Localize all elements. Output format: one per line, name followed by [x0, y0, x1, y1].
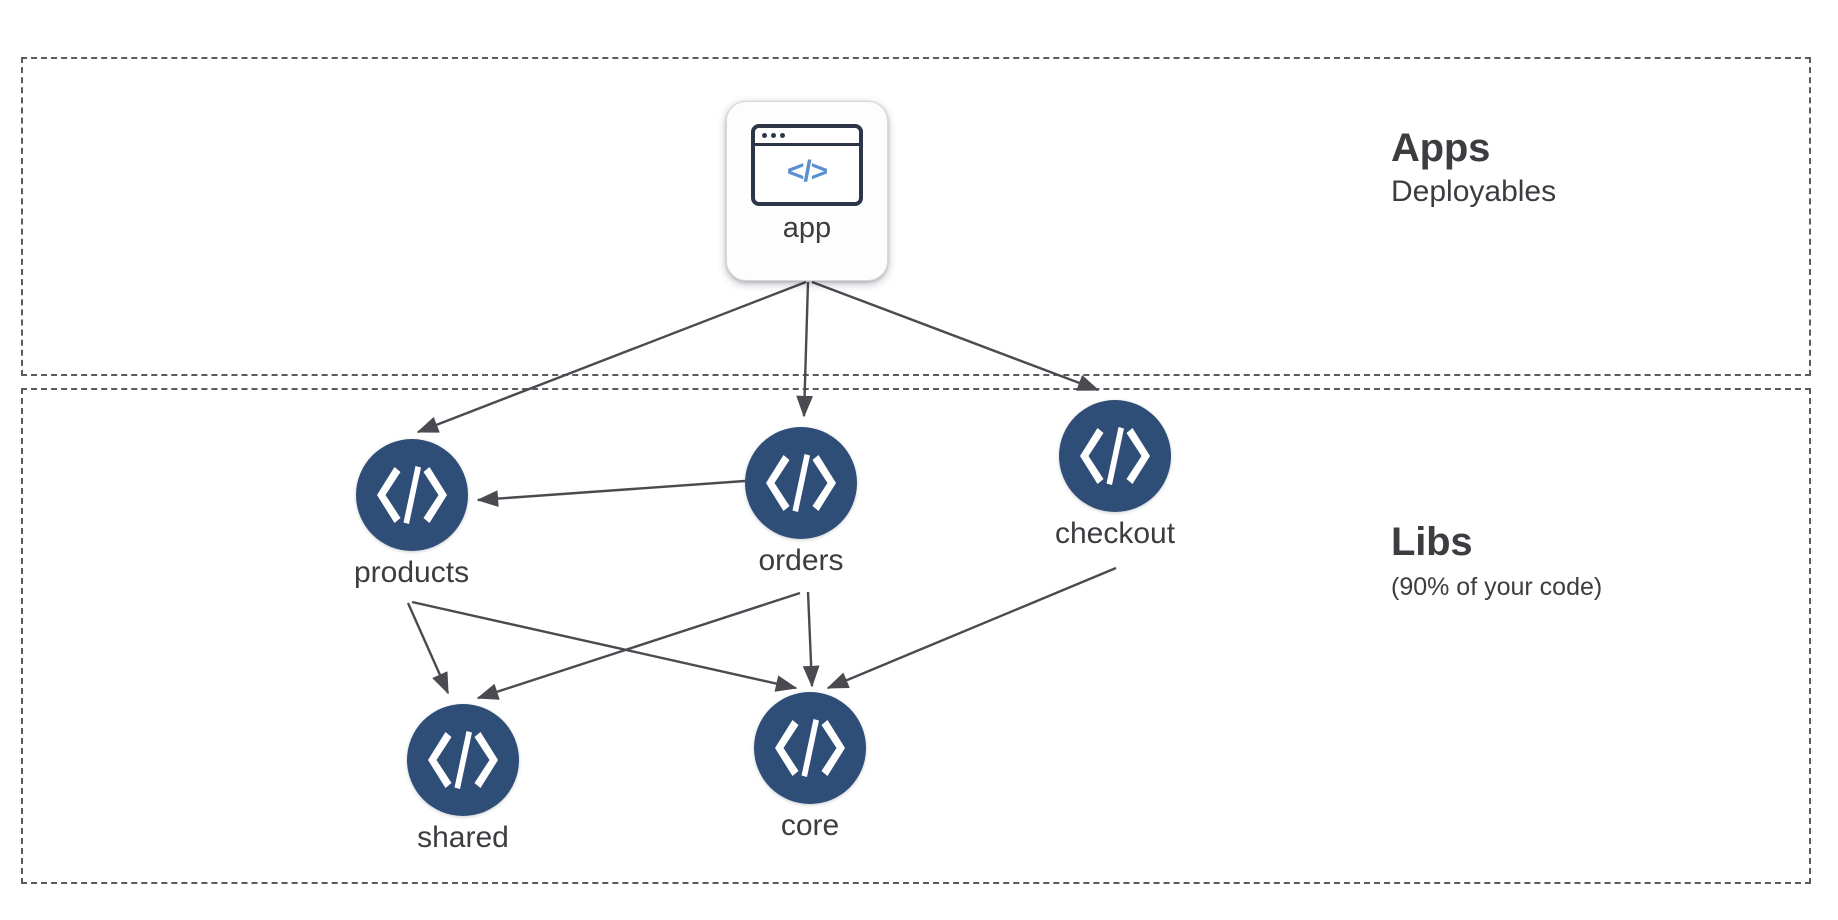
zone-libs-title: Libs	[1391, 520, 1473, 564]
browser-code-icon: </>	[751, 124, 863, 206]
zone-apps-caption: Apps Deployables	[1391, 126, 1557, 210]
node-checkout-label: checkout	[1055, 517, 1176, 550]
code-brackets-icon	[355, 439, 468, 551]
code-brackets-icon	[407, 704, 519, 816]
node-orders-label: orders	[758, 544, 844, 577]
node-shared-label: shared	[417, 821, 509, 854]
zone-libs-subtitle: (90% of your code)	[1391, 573, 1603, 602]
code-brackets-icon	[754, 692, 866, 804]
code-brackets-icon	[1059, 400, 1172, 512]
zone-libs	[21, 388, 1811, 884]
node-app-label: app	[782, 212, 832, 244]
node-shared[interactable]: shared	[407, 704, 519, 854]
node-core[interactable]: core	[754, 692, 866, 842]
zone-apps	[21, 57, 1811, 376]
node-app[interactable]: </> app	[726, 101, 888, 281]
zone-libs-caption: Libs (90% of your code)	[1391, 520, 1603, 602]
node-orders[interactable]: orders	[745, 427, 857, 577]
node-checkout[interactable]: checkout	[1055, 400, 1175, 550]
browser-dot-icon	[771, 133, 776, 138]
zone-apps-subtitle: Deployables	[1391, 175, 1557, 209]
node-products[interactable]: products	[354, 439, 469, 589]
browser-titlebar	[755, 128, 859, 146]
code-glyph: </>	[786, 155, 828, 188]
browser-dot-icon	[780, 133, 785, 138]
node-core-label: core	[780, 809, 840, 842]
zone-apps-title: Apps	[1391, 126, 1491, 170]
node-products-label: products	[354, 556, 470, 589]
code-brackets-icon	[745, 427, 857, 539]
browser-dot-icon	[762, 133, 767, 138]
